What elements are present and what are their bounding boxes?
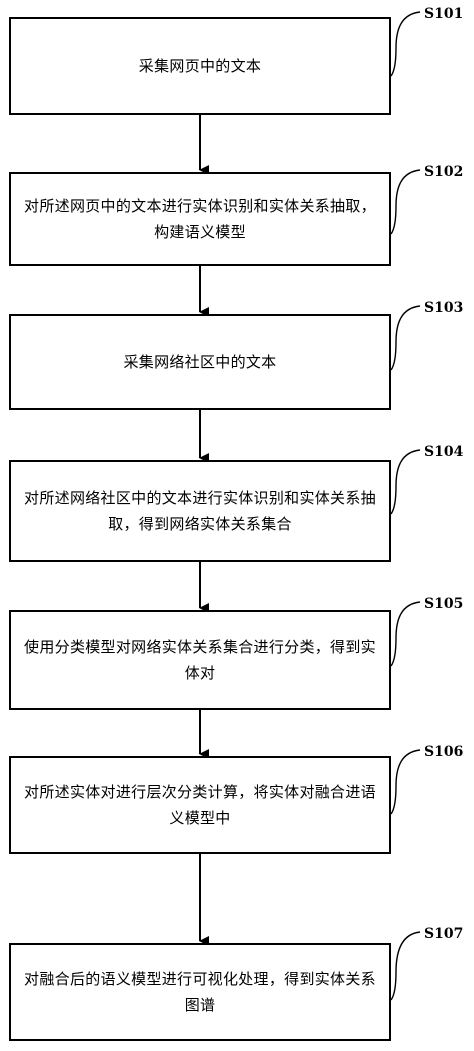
step-box-s104: 对所述网络社区中的文本进行实体识别和实体关系抽取，得到网络实体关系集合: [9, 460, 391, 562]
step-box-s106: 对所述实体对进行层次分类计算，将实体对融合进语义模型中: [9, 756, 391, 854]
leader-s106: [390, 749, 421, 815]
leader-s104: [390, 449, 421, 515]
label-leaders: [390, 11, 421, 1001]
step-label-s102: S102: [424, 164, 464, 180]
step-text-s107: 对融合后的语义模型进行可视化处理，得到实体关系图谱: [24, 970, 376, 1014]
step-text-s102: 对所述网页中的文本进行实体识别和实体关系抽取，构建语义模型: [24, 197, 376, 241]
step-label-s107: S107: [424, 926, 464, 942]
step-text-s104: 对所述网络社区中的文本进行实体识别和实体关系抽取，得到网络实体关系集合: [24, 489, 376, 533]
step-label-s103: S103: [424, 300, 464, 316]
step-box-s103: 采集网络社区中的文本: [9, 314, 391, 410]
step-label-s106: S106: [424, 744, 464, 760]
leader-s103: [390, 305, 421, 371]
step-label-s104: S104: [424, 444, 464, 460]
step-text-s106: 对所述实体对进行层次分类计算，将实体对融合进语义模型中: [24, 783, 376, 827]
leader-s107: [390, 931, 421, 1001]
leader-s105: [390, 601, 421, 667]
leader-s101: [390, 11, 421, 77]
step-label-s101: S101: [424, 6, 464, 22]
leader-s102: [390, 169, 421, 235]
step-box-s101: 采集网页中的文本: [9, 17, 391, 115]
step-text-s105: 使用分类模型对网络实体关系集合进行分类，得到实体对: [24, 638, 376, 682]
step-text-s101: 采集网页中的文本: [138, 57, 262, 75]
step-box-s102: 对所述网页中的文本进行实体识别和实体关系抽取，构建语义模型: [9, 172, 391, 266]
step-box-s107: 对融合后的语义模型进行可视化处理，得到实体关系图谱: [9, 943, 391, 1041]
step-box-s105: 使用分类模型对网络实体关系集合进行分类，得到实体对: [9, 610, 391, 710]
step-label-s105: S105: [424, 596, 464, 612]
step-text-s103: 采集网络社区中的文本: [123, 353, 277, 371]
